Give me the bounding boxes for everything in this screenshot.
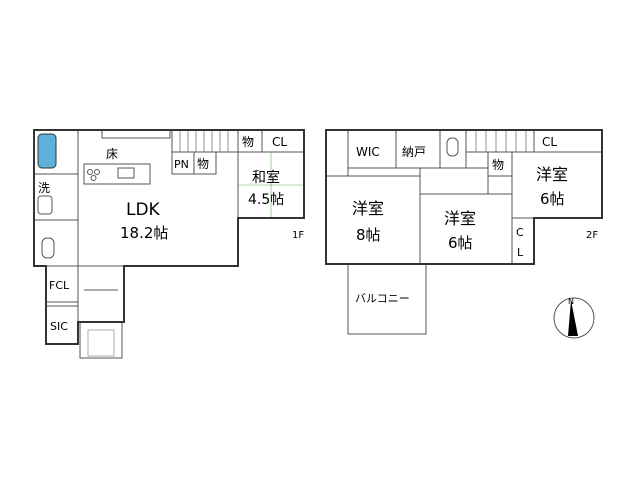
entrance-porch [79,321,123,359]
stove-icon [94,169,100,175]
sic-label: SIC [50,320,68,333]
youshitsu-8 [325,175,421,265]
stove-icon [90,175,97,181]
youshitsu-6a [419,193,513,265]
youshitsu6b-size: 6帖 [540,190,565,208]
wash-label: 洗 [38,181,50,195]
fcl-label: FCL [49,279,70,292]
stair-steps [179,130,229,152]
youshitsu8-size: 8帖 [356,226,381,244]
kitchen-counter [83,163,151,185]
toilet-icon [41,237,55,259]
stove-icon [87,169,93,175]
cl-side-label-l: L [517,246,524,259]
outer-wall-2f [325,129,603,265]
washitsu-name: 和室 [252,169,280,186]
floor2-label: 2F [586,230,598,241]
mono-b-label: 物 [197,157,209,171]
stair-steps [475,130,527,152]
floor-label: 床 [106,147,118,161]
cl-1f-label: CL [272,135,287,149]
mono-2f-label: 物 [492,158,504,172]
washbasin-icon [37,195,53,215]
toilet-room [33,219,79,267]
youshitsu-6b [511,151,603,219]
entrance-tile [87,329,115,357]
entrance-hall [77,265,125,323]
sink-icon [117,167,135,179]
ldk-name: LDK [126,200,161,220]
hallway-2f [419,167,489,195]
void-2f [325,129,349,177]
youshitsu8-name: 洋室 [352,199,384,218]
cl-top-label: CL [542,135,557,149]
wic-label: WIC [356,145,380,159]
compass-label: N [568,297,574,306]
balcony-label: バルコニー [355,292,410,305]
mono-a-label: 物 [242,135,254,149]
compass-icon: N [553,297,595,339]
outer-wall-1f [33,129,305,345]
ldk-size: 18.2帖 [120,224,168,242]
youshitsu6a-size: 6帖 [448,234,473,252]
ldk-room [77,129,239,267]
floor1-label: 1F [292,230,304,241]
floor-2: バルコニー WIC 納戸 CL 物 洋室 8帖 [325,129,603,335]
youshitsu6b-name: 洋室 [536,165,568,184]
toilet-icon [446,137,459,157]
storage-1f-b [193,151,217,175]
floor-1: 洗 FCL SIC 床 LDK 18.2帖 [33,129,305,359]
kitchen-counter-back [101,129,171,139]
washitsu-size: 4.5帖 [248,192,284,208]
nando-label: 納戸 [402,145,426,159]
pn-label: PN [174,158,189,171]
cl-side-label-c: C [516,226,524,239]
youshitsu6a-name: 洋室 [444,209,476,228]
bathtub-icon [37,133,57,169]
